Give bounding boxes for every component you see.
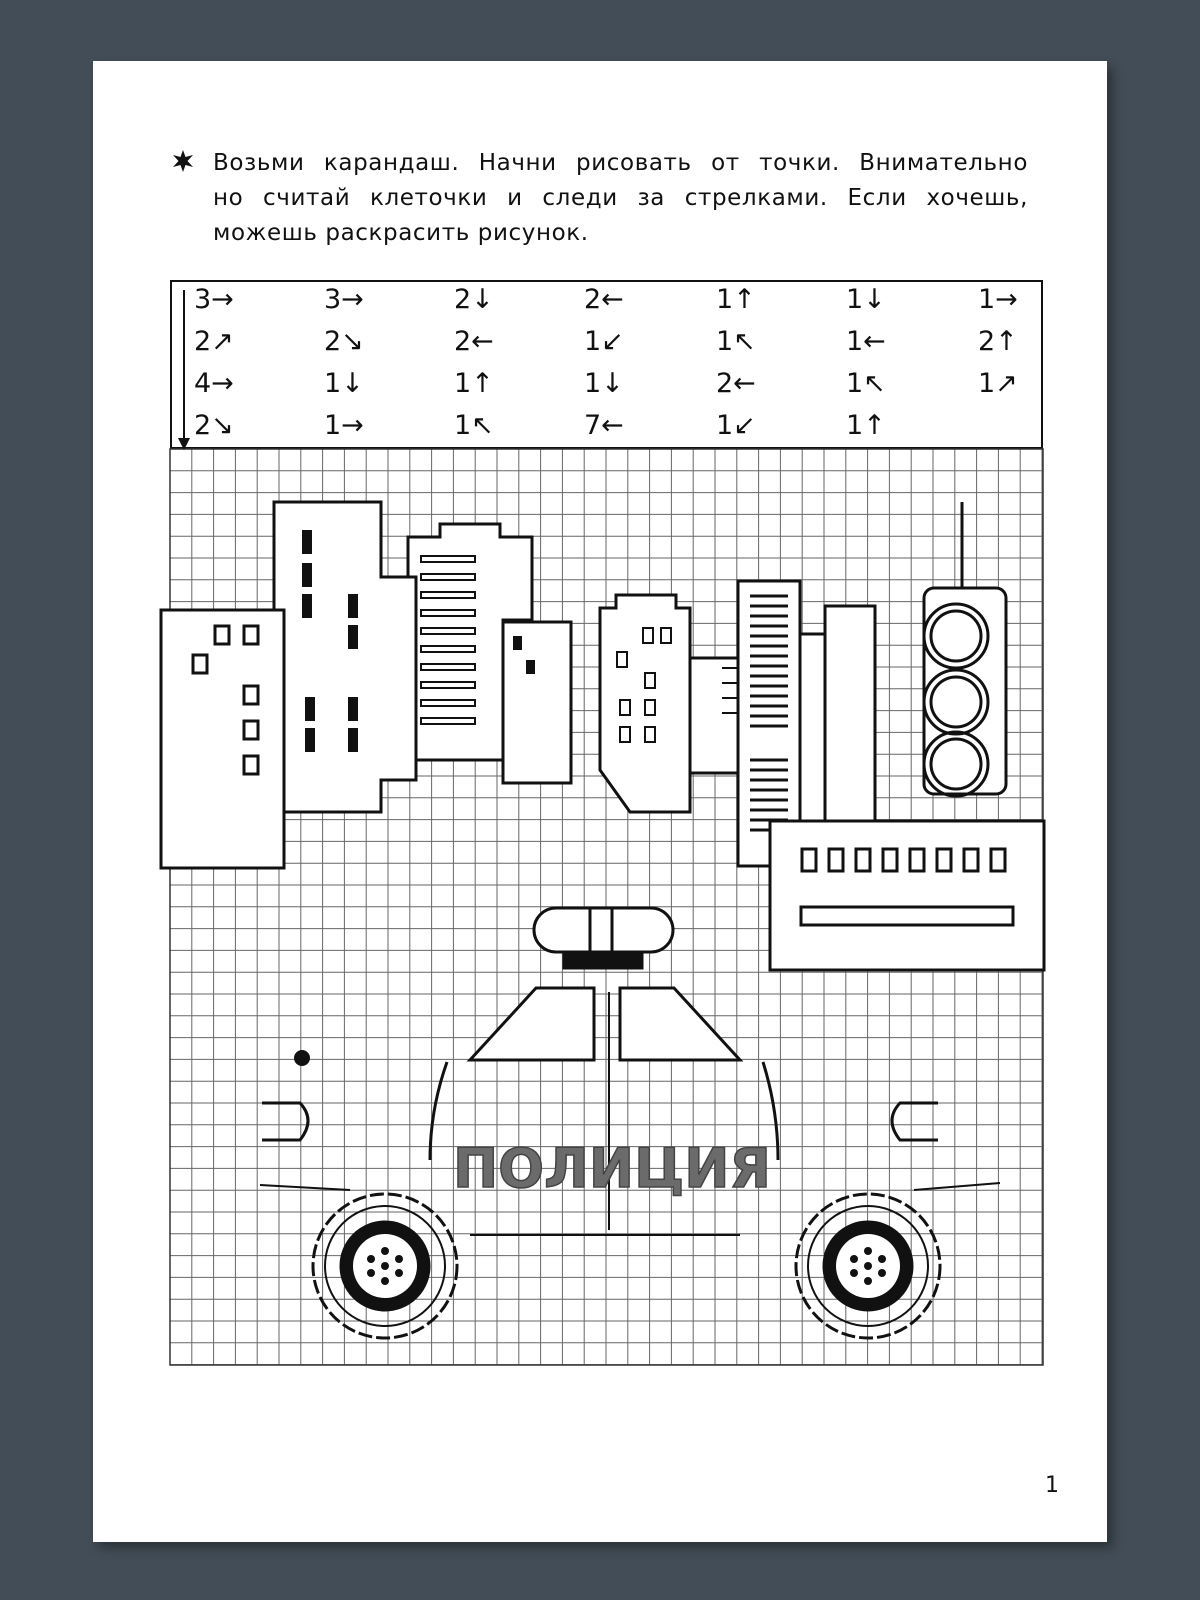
command-1-1: 3→ bbox=[194, 284, 234, 315]
command-2-1: 3→ bbox=[324, 284, 364, 315]
instruction-line-1: Возьми карандаш. Начни рисовать от точки… bbox=[213, 150, 1028, 176]
command-1-4: 2↘ bbox=[194, 410, 234, 441]
command-3-3: 1↑ bbox=[454, 368, 494, 399]
command-3-2: 2← bbox=[454, 326, 494, 357]
command-4-2: 1↙ bbox=[584, 326, 624, 357]
instruction-line-3: можешь раскрасить рисунок. bbox=[213, 220, 589, 246]
command-4-3: 1↓ bbox=[584, 368, 624, 399]
command-1-2: 2↗ bbox=[194, 326, 234, 357]
page-number: 1 bbox=[1045, 1473, 1059, 1498]
police-label: ПОЛИЦИЯ bbox=[453, 1137, 771, 1200]
command-3-4: 1↖ bbox=[454, 410, 494, 441]
command-6-1: 1↓ bbox=[846, 284, 886, 315]
star-bullet-icon bbox=[173, 150, 193, 172]
start-arrow-icon bbox=[178, 290, 190, 450]
sign-board bbox=[768, 819, 1046, 972]
command-5-3: 2← bbox=[716, 368, 756, 399]
command-4-4: 7← bbox=[584, 410, 624, 441]
connector bbox=[688, 656, 740, 775]
command-3-1: 2↓ bbox=[454, 284, 494, 315]
start-dot bbox=[294, 1050, 310, 1066]
command-5-1: 1↑ bbox=[716, 284, 756, 315]
command-table: 3→ 2↗ 4→ 2↘ 3→ 2↘ 1↓ 1→ 2↓ 2← 1↑ 1↖ 2← 1↙ 1↓ 7← 1↑ 1↖ 2← 1↙… bbox=[170, 280, 1043, 449]
instruction-text: Возьми карандаш. Начни рисовать от точки… bbox=[213, 146, 1028, 251]
command-2-3: 1↓ bbox=[324, 368, 364, 399]
command-6-2: 1← bbox=[846, 326, 886, 357]
command-5-2: 1↖ bbox=[716, 326, 756, 357]
command-6-4: 1↑ bbox=[846, 410, 886, 441]
siren-light bbox=[532, 906, 675, 954]
building-left bbox=[159, 608, 286, 870]
command-4-1: 2← bbox=[584, 284, 624, 315]
building-tall bbox=[272, 500, 418, 814]
instruction-line-2: но считай клеточки и следи за стрелками.… bbox=[213, 185, 1028, 211]
command-1-3: 4→ bbox=[194, 368, 234, 399]
command-7-1: 1→ bbox=[978, 284, 1018, 315]
command-5-4: 1↙ bbox=[716, 410, 756, 441]
wheel-left bbox=[311, 1192, 459, 1340]
wheel-right bbox=[794, 1192, 942, 1340]
command-7-3: 1↗ bbox=[978, 368, 1018, 399]
command-6-3: 1↖ bbox=[846, 368, 886, 399]
command-7-2: 2↑ bbox=[978, 326, 1018, 357]
command-2-2: 2↘ bbox=[324, 326, 364, 357]
figure-drawing bbox=[159, 500, 1046, 1340]
command-2-4: 1→ bbox=[324, 410, 364, 441]
